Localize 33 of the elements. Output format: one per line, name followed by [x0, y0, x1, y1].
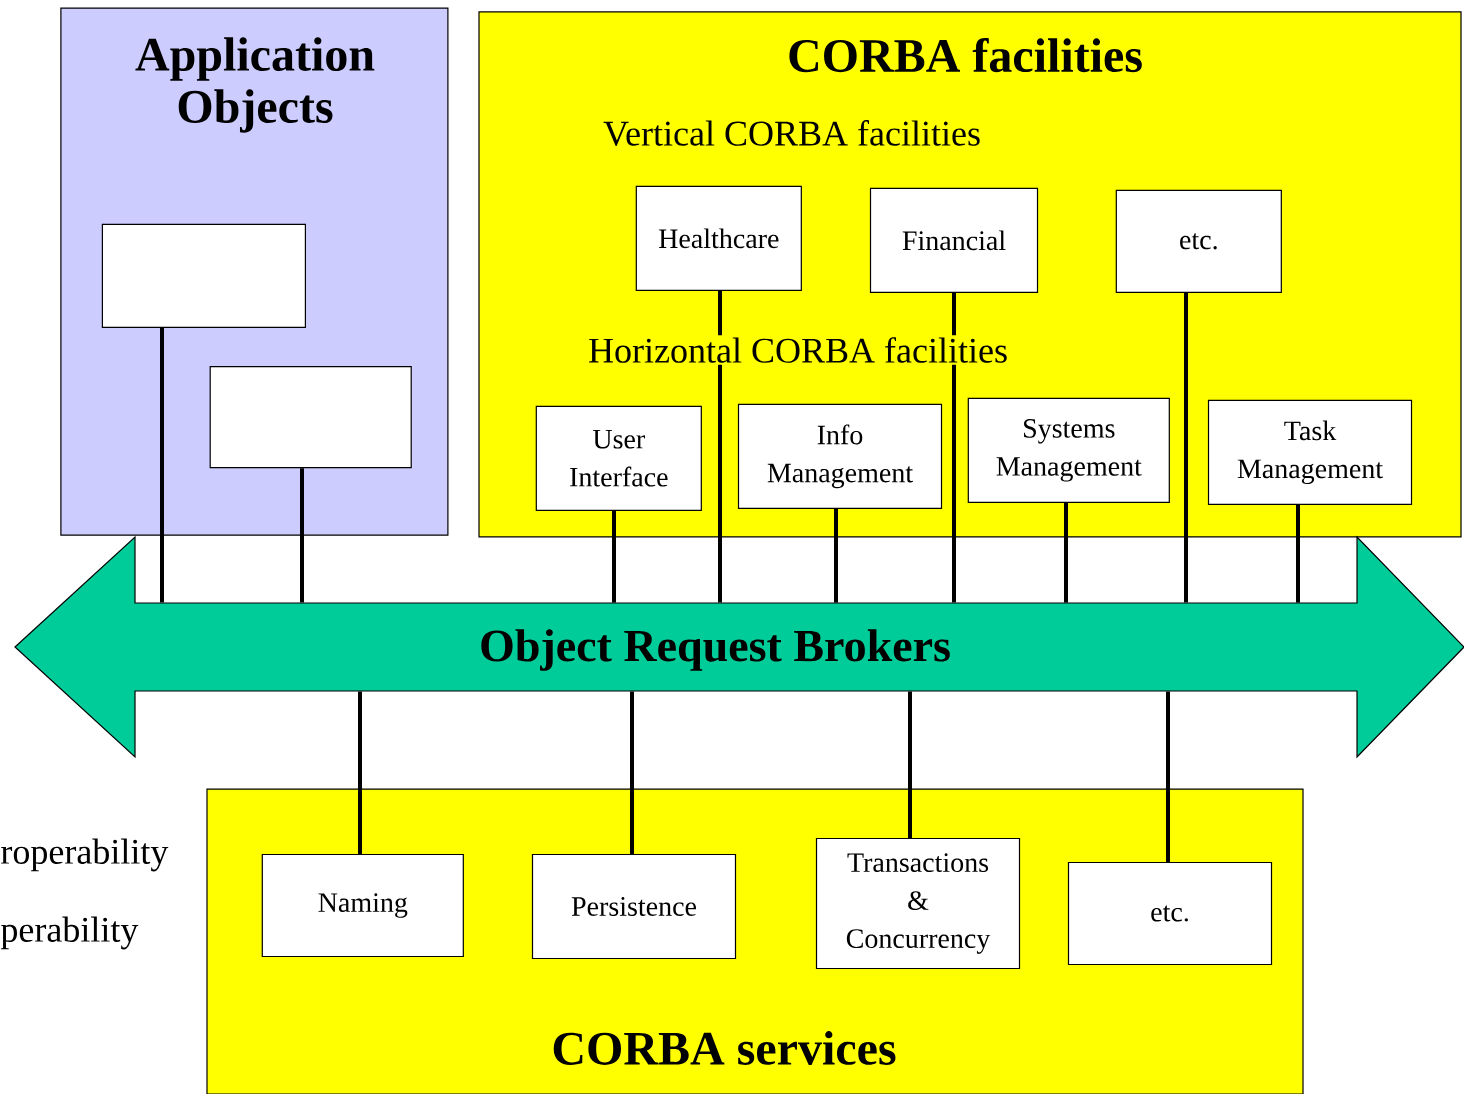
label: roperability [1, 838, 169, 872]
process-box: Task Management [1207, 399, 1413, 505]
process-box: Financial [869, 187, 1039, 293]
connector-line [358, 691, 362, 854]
process-box: Info Management [737, 403, 943, 509]
connector-line [952, 292, 956, 603]
connector-line [1166, 691, 1170, 862]
connector-line [612, 510, 616, 603]
connector-line [1064, 502, 1068, 603]
connector-line [1184, 292, 1188, 603]
heading: CORBA facilities [789, 37, 1142, 73]
empty-box [101, 223, 306, 328]
connector-line [718, 290, 722, 603]
connector-line [630, 691, 634, 854]
process-box: Healthcare [635, 185, 802, 291]
process-box: Systems Management [967, 397, 1170, 503]
heading: Horizontal CORBA facilities [586, 335, 1010, 365]
process-box: Naming [261, 853, 464, 958]
heading: Vertical CORBA facilities [603, 120, 980, 146]
process-box: Transactions & Concurrency [815, 837, 1021, 970]
heading: Application Objects [135, 37, 375, 133]
empty-box [209, 366, 412, 469]
connector-line [160, 328, 164, 603]
process-box: Persistence [531, 853, 737, 960]
process-box: etc. [1115, 189, 1282, 293]
connector-line [300, 468, 304, 603]
connector-line [1296, 504, 1300, 603]
connector-line [834, 508, 838, 603]
label: perability [0, 916, 139, 950]
process-box: etc. [1067, 861, 1273, 966]
process-box: User Interface [535, 405, 702, 511]
heading: CORBA services [553, 1031, 896, 1065]
connector-line [908, 691, 912, 838]
